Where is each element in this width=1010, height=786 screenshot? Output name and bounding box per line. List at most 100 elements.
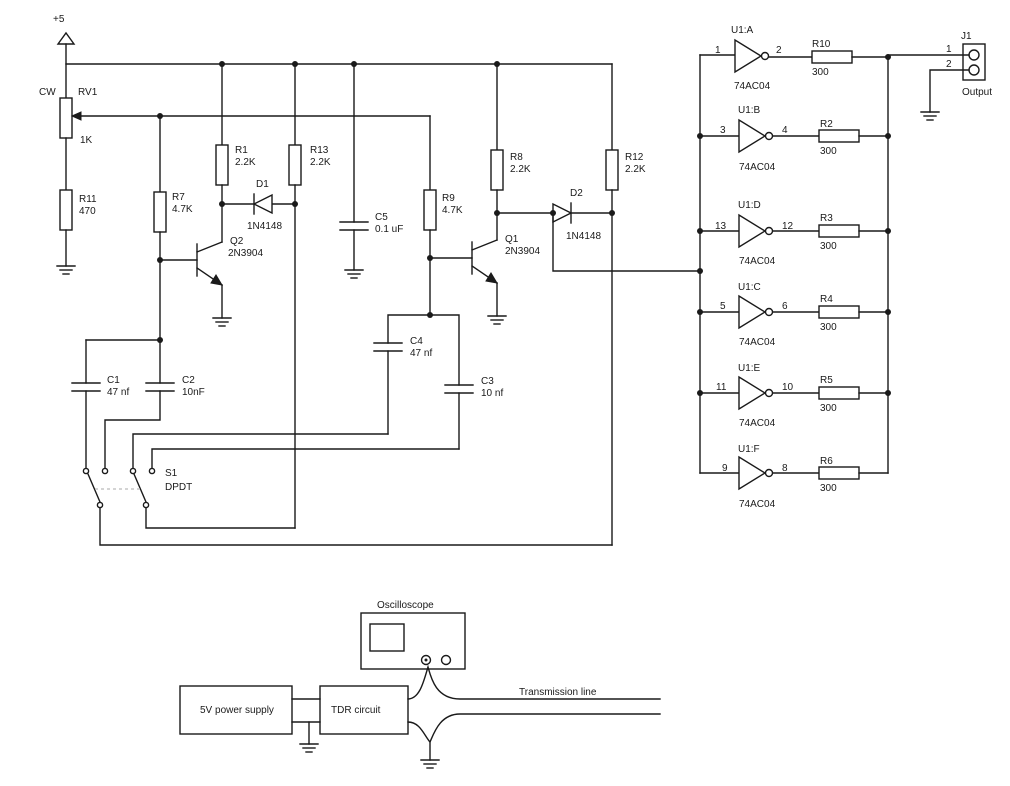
u1f-pin-out: 8 — [782, 463, 788, 474]
r3-resistor: R3 300 — [818, 213, 889, 252]
r12-value: 2.2K — [625, 164, 646, 175]
r7-value: 4.7K — [172, 204, 193, 215]
transmission-line: Transmission line — [407, 664, 661, 769]
r2-resistor: R2 300 — [818, 119, 889, 157]
j1-pin1: 1 — [946, 44, 952, 55]
r6-ref: R6 — [820, 456, 833, 467]
r2-ref: R2 — [820, 119, 833, 130]
r5-value: 300 — [820, 403, 837, 414]
r4-resistor: R4 300 — [818, 294, 889, 333]
j1-pin2: 2 — [946, 59, 952, 70]
s1-dpdt-switch: S1 DPDT — [82, 467, 192, 509]
rv1-value: 1K — [80, 135, 93, 146]
u1c-pin-out: 6 — [782, 301, 788, 312]
c4-capacitor: C4 47 nf — [373, 314, 432, 435]
d1-diode: D1 1N4148 — [219, 179, 298, 232]
c3-capacitor: C3 10 nf — [429, 314, 503, 450]
inverter-u1e: U1:E 74AC04 11 10 — [699, 363, 820, 429]
u1b-pin-in: 3 — [720, 125, 726, 136]
s1-ref: S1 — [165, 468, 178, 479]
r5-resistor: R5 300 — [818, 375, 889, 414]
r4-ref: R4 — [820, 294, 833, 305]
u1b-pin-out: 4 — [782, 125, 788, 136]
power-supply-label: 5V power supply — [200, 705, 274, 716]
c1-value: 47 nf — [107, 387, 129, 398]
c2-ref: C2 — [182, 375, 195, 386]
r11-ref: R11 — [79, 194, 97, 205]
r9-resistor: R9 4.7K — [423, 115, 463, 318]
u1e-part: 74AC04 — [739, 418, 776, 429]
inverter-u1b: U1:B 74AC04 3 4 — [699, 105, 820, 173]
u1b-ref: U1:B — [738, 105, 761, 116]
d1-value: 1N4148 — [247, 221, 282, 232]
c2-value: 10nF — [182, 387, 205, 398]
r6-resistor: R6 300 — [818, 456, 889, 494]
r10-value: 300 — [812, 67, 829, 78]
u1e-pin-in: 11 — [716, 382, 727, 393]
u1f-ref: U1:F — [738, 444, 760, 455]
r13-ref: R13 — [310, 145, 329, 156]
r12-resistor: R12 2.2K — [605, 63, 646, 546]
rv1-potentiometer: CW RV1 1K — [39, 87, 431, 191]
s1-value: DPDT — [165, 482, 192, 493]
r1-resistor: R1 2.2K — [215, 63, 256, 243]
c3-ref: C3 — [481, 376, 494, 387]
d2-value: 1N4148 — [566, 231, 601, 242]
tdr-circuit-box: TDR circuit — [319, 685, 409, 735]
d2-ref: D2 — [570, 188, 583, 199]
supply-label: +5 — [53, 14, 65, 25]
u1c-part: 74AC04 — [739, 337, 776, 348]
q2-transistor: Q2 2N3904 — [159, 236, 263, 327]
inverter-u1c: U1:C 74AC04 5 6 — [699, 282, 820, 348]
r7-ref: R7 — [172, 192, 185, 203]
r9-value: 4.7K — [442, 205, 463, 216]
u1b-part: 74AC04 — [739, 162, 776, 173]
u1a-pin-in: 1 — [715, 45, 721, 56]
j1-label: Output — [962, 87, 992, 98]
r6-value: 300 — [820, 483, 837, 494]
inverter-u1a: U1:A 74AC04 1 2 — [699, 25, 813, 92]
c5-value: 0.1 uF — [375, 224, 403, 235]
c1-ref: C1 — [107, 375, 120, 386]
r8-value: 2.2K — [510, 164, 531, 175]
r11-value: 470 — [79, 206, 96, 217]
r8-ref: R8 — [510, 152, 523, 163]
r1-value: 2.2K — [235, 157, 256, 168]
j1-ref: J1 — [961, 31, 972, 42]
u1c-pin-in: 5 — [720, 301, 726, 312]
rv1-cw-label: CW — [39, 87, 56, 98]
j1-output-connector: J1 1 2 Output — [887, 31, 992, 121]
u1d-ref: U1:D — [738, 200, 761, 211]
r9-ref: R9 — [442, 193, 455, 204]
u1f-pin-in: 9 — [722, 463, 728, 474]
r3-value: 300 — [820, 241, 837, 252]
r10-resistor: R10 300 — [811, 39, 889, 78]
q1-ref: Q1 — [505, 234, 519, 245]
q2-ref: Q2 — [230, 236, 244, 247]
c4-value: 47 nf — [410, 348, 432, 359]
u1e-pin-out: 10 — [782, 382, 794, 393]
oscilloscope-label: Oscilloscope — [377, 600, 434, 611]
transmission-line-label: Transmission line — [519, 687, 597, 698]
r11-resistor: R11 470 — [56, 189, 97, 275]
u1a-ref: U1:A — [731, 25, 754, 36]
r7-resistor: R7 4.7K — [153, 115, 193, 341]
r10-ref: R10 — [812, 39, 831, 50]
oscilloscope: Oscilloscope — [360, 600, 466, 670]
inverter-u1d: U1:D 74AC04 13 12 — [699, 200, 820, 267]
r13-resistor: R13 2.2K — [288, 63, 331, 529]
d1-ref: D1 — [256, 179, 269, 190]
r12-ref: R12 — [625, 152, 644, 163]
c4-ref: C4 — [410, 336, 423, 347]
r13-value: 2.2K — [310, 157, 331, 168]
u1f-part: 74AC04 — [739, 499, 776, 510]
q2-value: 2N3904 — [228, 248, 263, 259]
q1-value: 2N3904 — [505, 246, 540, 257]
power-supply-box: 5V power supply — [179, 685, 293, 735]
c3-value: 10 nf — [481, 388, 503, 399]
c5-ref: C5 — [375, 212, 388, 223]
u1d-pin-out: 12 — [782, 221, 794, 232]
tdr-circuit-label: TDR circuit — [331, 705, 381, 716]
r3-ref: R3 — [820, 213, 833, 224]
